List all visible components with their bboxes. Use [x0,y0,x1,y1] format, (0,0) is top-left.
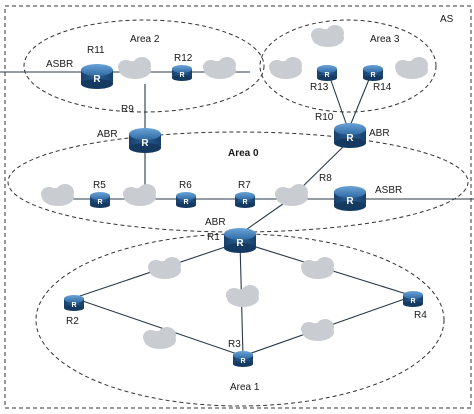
router-glyph: R [324,72,329,79]
router-r6[interactable]: R [176,192,196,208]
router-name: R3 [228,339,241,350]
network-cloud [275,184,308,206]
network-cloud [226,285,259,307]
router-name: R7 [238,180,251,191]
network-cloud [203,57,236,79]
network-cloud [118,57,151,79]
router-r5[interactable]: R [90,192,110,208]
router-glyph: R [183,199,188,206]
router-name: R10 [315,112,334,123]
router-r8[interactable]: R [334,186,366,211]
network-cloud [269,57,302,79]
router-role: ABR [97,129,118,140]
router-r14[interactable]: R [363,65,383,81]
network-cloud [148,257,181,279]
router-glyph: R [410,298,415,305]
area-0-boundary [7,131,469,233]
network-cloud [143,327,176,349]
router-glyph: R [97,199,102,206]
router-glyph: R [346,133,354,144]
router-glyph: R [346,196,354,207]
router-r7[interactable]: R [235,192,255,208]
router-r13[interactable]: R [317,65,337,81]
router-r10[interactable]: R [334,123,366,148]
area-1-label: Area 1 [230,382,260,393]
router-glyph: R [179,72,184,79]
router-r4[interactable]: R [403,291,423,307]
router-glyph: R [242,199,247,206]
router-name: R13 [310,82,329,93]
as-boundary [4,5,472,409]
router-glyph: R [370,72,375,79]
network-cloud [311,25,344,47]
area-1-boundary [35,233,445,407]
router-name: R14 [373,82,392,93]
network-cloud [395,57,428,79]
router-name: R2 [66,316,79,327]
router-r9[interactable]: R [129,128,161,153]
router-glyph: R [236,238,244,249]
links [0,71,474,357]
router-name: R1 [207,232,220,243]
router-role: ABR [369,128,390,139]
router-name: R12 [174,53,193,64]
router-role: ASBR [46,59,73,70]
area-3-label: Area 3 [370,34,400,45]
router-r3[interactable]: R [233,351,253,367]
router-r11[interactable]: R [81,64,113,89]
router-name: R8 [319,173,332,184]
router-name: R9 [121,104,134,115]
network-cloud [41,184,74,206]
router-name: R6 [179,180,192,191]
router-glyph: R [71,302,76,309]
router-r1[interactable]: R [224,228,256,253]
router-r12[interactable]: R [172,65,192,81]
area-0-label: Area 0 [228,148,259,159]
router-name: R11 [87,45,105,56]
area-2-label: Area 2 [130,34,160,45]
router-glyph: R [240,358,245,365]
as-label: AS [440,14,454,25]
area-2-boundary [23,19,265,113]
network-cloud [123,184,156,206]
router-name: R4 [414,310,427,321]
network-cloud [301,319,334,341]
router-glyph: R [93,74,101,85]
router-name: R5 [93,180,106,191]
area-3-boundary [259,19,437,113]
network-cloud [301,257,334,279]
router-role: ABR [205,217,226,228]
router-glyph: R [141,138,149,149]
router-r2[interactable]: R [64,295,84,311]
router-role: ASBR [375,185,402,196]
